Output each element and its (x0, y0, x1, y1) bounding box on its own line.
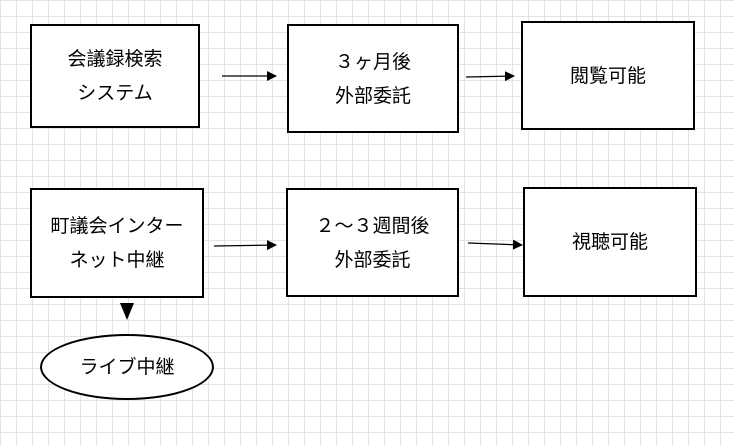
node-text-line: 外部委託 (334, 84, 411, 107)
arrow-down-to-live (120, 303, 134, 320)
arrow-row1-2 (465, 71, 515, 82)
node-text-line: 視聴可能 (571, 231, 648, 253)
node-text-line: ３ヶ月後 (334, 50, 411, 73)
node-text-line: 閲覧可能 (569, 64, 646, 87)
node-text-line: 外部委託 (334, 248, 411, 271)
node-text-line: ２～３週間後 (315, 214, 430, 237)
node-text-line: ライブ中継 (79, 356, 175, 378)
node-live-broadcast: ライブ中継 (40, 334, 214, 400)
arrow-row2-2 (467, 239, 523, 250)
node-watchable: 視聴可能 (523, 187, 697, 297)
node-minutes-search-system: 会議録検索 システム (30, 24, 200, 128)
node-viewable: 閲覧可能 (521, 21, 695, 130)
node-text-line: システム (77, 82, 153, 104)
node-2-3-weeks-outsourced: ２～３週間後 外部委託 (286, 188, 459, 297)
arrow-row2-1 (213, 240, 277, 251)
node-council-internet-broadcast: 町議会インター ネット中継 (30, 188, 204, 298)
node-text-line: 会議録検索 (67, 48, 163, 70)
node-text-line: 町議会インター (50, 215, 184, 237)
node-text-line: ネット中継 (69, 249, 165, 271)
node-3-months-outsourced: ３ヶ月後 外部委託 (287, 24, 459, 133)
